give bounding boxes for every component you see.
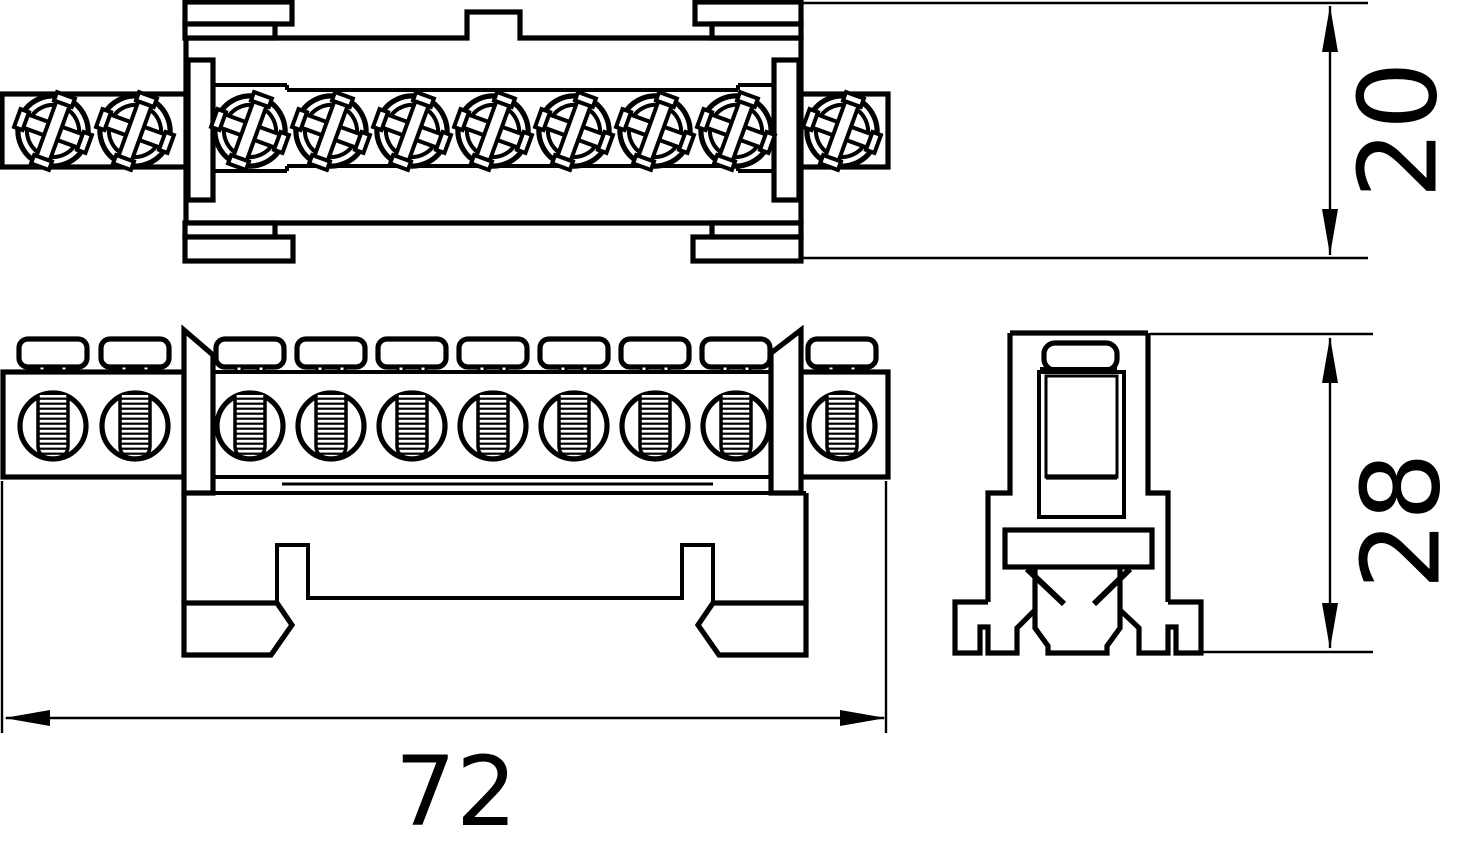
end-plate-right <box>771 57 802 203</box>
side-view <box>952 330 1204 656</box>
tab-bottom-right <box>690 234 804 264</box>
side-housing <box>985 330 1171 602</box>
dimension-width-lines <box>0 481 888 733</box>
arrow-right-icon <box>840 710 886 726</box>
screw-front-icon <box>703 393 769 459</box>
screw-front-icon <box>217 393 283 459</box>
screw-front-icon <box>809 393 875 459</box>
tab-top-left <box>182 0 295 27</box>
tab-top-right <box>692 0 804 27</box>
front-end-plate-right <box>768 324 804 496</box>
arrow-down-icon <box>1322 209 1338 255</box>
front-view-caps <box>19 339 876 372</box>
front-view <box>0 324 891 658</box>
tab-top-right-step <box>709 21 804 41</box>
dimension-depth: 20 <box>803 1 1458 260</box>
base-clip-slot <box>275 543 715 603</box>
end-plate-left <box>185 57 216 203</box>
screw-front-icon <box>541 393 607 459</box>
tab-top-left-step <box>182 21 278 41</box>
screw-front-icon <box>298 393 364 459</box>
din-base <box>181 491 809 658</box>
dimension-width: 72 <box>0 481 888 848</box>
front-end-plate-left <box>181 324 216 496</box>
side-hook-left <box>952 599 1037 656</box>
arrow-down-icon <box>1322 603 1338 649</box>
front-view-screws <box>20 393 875 459</box>
screw-front-icon <box>102 393 168 459</box>
screw-cap-icon <box>378 339 446 372</box>
side-collar <box>1002 527 1155 570</box>
screw-cap-icon <box>216 339 284 372</box>
busbar-channel-lines <box>213 83 773 173</box>
side-hook-right <box>1118 599 1204 656</box>
dimension-height: 28 <box>1150 332 1458 654</box>
dimension-width-label: 72 <box>395 736 517 848</box>
screw-front-icon <box>379 393 445 459</box>
screw-cap-icon <box>459 339 527 372</box>
side-center-block <box>1032 567 1123 656</box>
side-screw-cap <box>1041 340 1120 373</box>
screw-front-icon <box>460 393 526 459</box>
screw-cap-icon <box>808 339 876 372</box>
side-screw <box>1037 340 1126 519</box>
screw-front-icon <box>20 393 86 459</box>
arrow-left-icon <box>4 710 50 726</box>
base-foot-right <box>694 600 809 658</box>
screw-cap-icon <box>621 339 689 372</box>
side-screw-shaft-outer <box>1037 370 1126 519</box>
arrow-up-icon <box>1322 337 1338 383</box>
screw-cap-icon <box>540 339 608 372</box>
dimension-height-lines <box>1150 332 1373 654</box>
screw-cap-icon <box>19 339 87 372</box>
screw-cap-icon <box>297 339 365 372</box>
base-foot-left <box>181 600 296 658</box>
screw-cap-icon <box>702 339 770 372</box>
arrow-up-icon <box>1322 6 1338 52</box>
base-side-walls <box>181 493 809 603</box>
side-clip-spring <box>1024 566 1133 607</box>
top-view <box>0 0 891 264</box>
tab-bottom-left <box>182 234 296 264</box>
top-view-mounting-tabs <box>182 0 804 264</box>
dimension-height-label: 28 <box>1340 452 1458 589</box>
screw-front-icon <box>622 393 688 459</box>
dimension-depth-label: 20 <box>1337 61 1458 198</box>
screw-cap-icon <box>101 339 169 372</box>
